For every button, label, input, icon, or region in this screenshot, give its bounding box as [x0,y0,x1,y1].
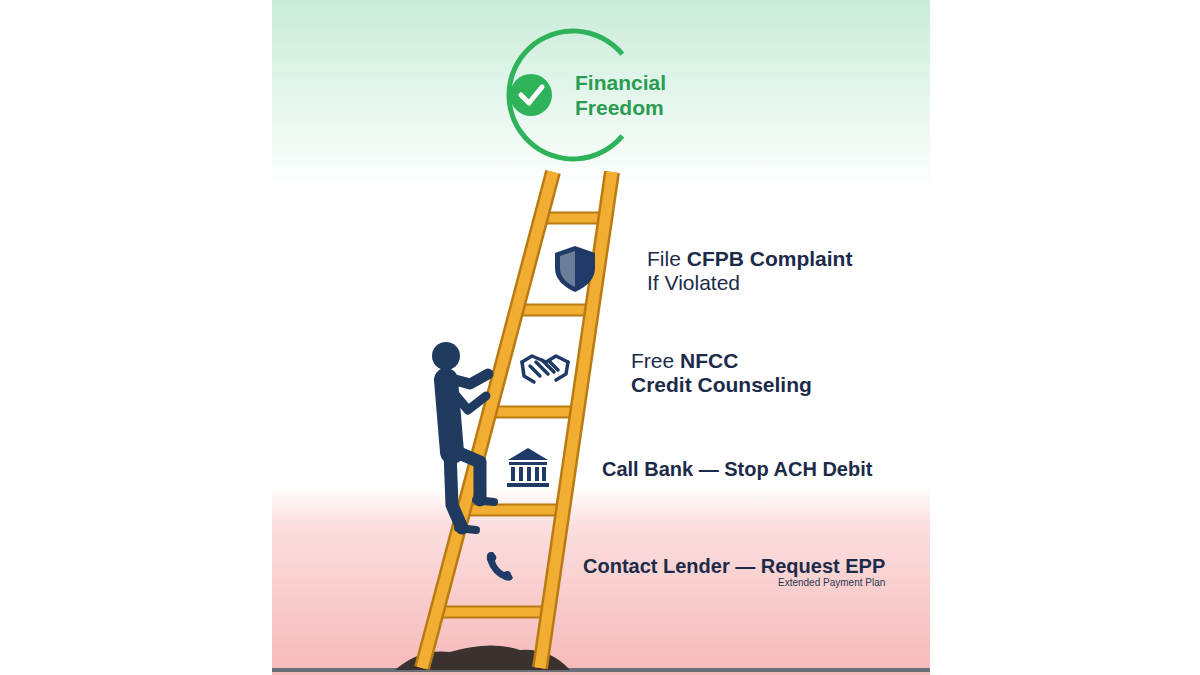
ladder-rung-outline [437,606,548,619]
ladder-rail-outline [540,172,612,668]
ladder-rung-outline [517,304,592,317]
step-label: File [647,247,681,270]
step-label: CFPB Complaint [687,247,853,270]
step-label-line: If Violated [647,270,740,295]
ladder-rung [464,506,563,515]
step-label-line: Call Bank — Stop ACH Debit [602,457,872,481]
step-label: Contact Lender — Request EPP [583,555,885,577]
ladder-rung-outline [542,212,606,225]
goal-ring-arc [507,29,625,162]
ladder-rail [540,172,612,668]
ladder [422,172,612,668]
climbing-person [432,342,494,530]
step-label-line: Contact Lender — Request EPP [583,554,885,578]
step-label: Free [631,349,674,372]
ladder-rail-outline [422,172,553,668]
ladder-rung [542,214,606,223]
bank-icon [507,448,549,487]
step-label: Extended Payment Plan [778,577,885,588]
ladder-rail [422,172,553,668]
step-label-line: Credit Counseling [631,372,812,397]
shield-icon [555,246,595,292]
phone-icon [487,552,513,581]
step-label: Credit Counseling [631,373,812,396]
handshake-icon [522,356,568,382]
goal-text: Financial Freedom [575,70,687,120]
step-label-line: File CFPB Complaint [647,246,852,271]
step-label: Call Bank — Stop ACH Debit [602,458,872,480]
step-label: If Violated [647,271,740,294]
ladder-rung [517,306,592,315]
goal-circle: Financial Freedom [503,28,695,164]
ground-line [272,668,930,672]
step-label-line: Extended Payment Plan [778,577,885,589]
check-badge [510,74,552,116]
check-mark [521,87,542,103]
step-label-line: Free NFCC [631,348,738,373]
ladder-rung [437,608,548,617]
ladder-rung [490,408,577,417]
background-panel [272,0,930,675]
ladder-rung-outline [490,406,577,419]
step-label: NFCC [680,349,738,372]
